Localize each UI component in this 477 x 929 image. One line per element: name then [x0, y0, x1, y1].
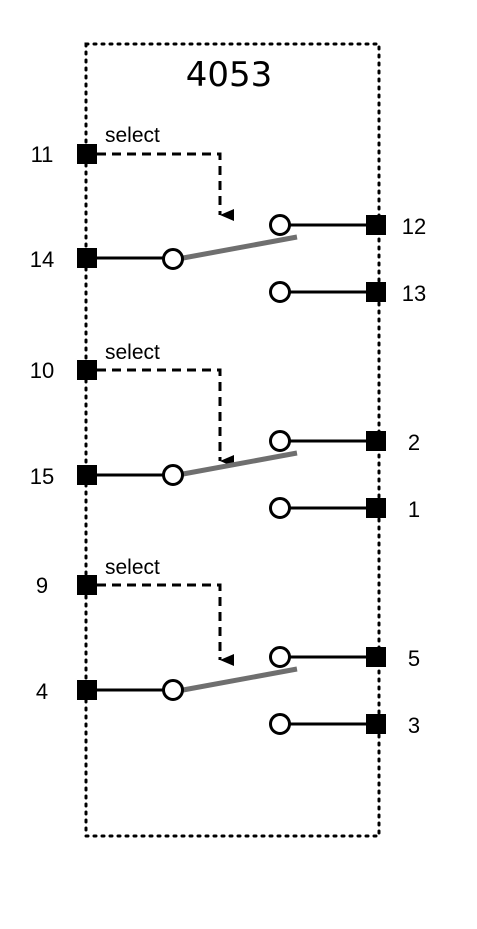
common-pin-label: 15	[30, 464, 54, 489]
output-top-pin-square	[366, 647, 386, 667]
select-pin-square	[77, 144, 97, 164]
output-bottom-pin-label: 1	[408, 497, 420, 522]
switch-arm	[182, 234, 298, 261]
output-bottom-contact	[269, 713, 291, 735]
common-pin-square	[77, 248, 97, 268]
output-bottom-contact	[269, 281, 291, 303]
switch-2: 10 select 15 2 1	[30, 341, 420, 522]
select-pin-label: 11	[31, 142, 54, 167]
output-top-contact	[269, 646, 291, 668]
output-bottom-contact	[269, 497, 291, 519]
chip-title: 4053	[186, 55, 273, 95]
select-control-line	[97, 368, 234, 467]
switch-1: 11 select 14 12 13	[30, 124, 426, 306]
output-bottom-pin-square	[366, 282, 386, 302]
select-pin-label: 9	[36, 573, 48, 598]
switch-arm	[182, 450, 298, 477]
output-top-contact	[269, 214, 291, 236]
select-control-line	[97, 583, 234, 666]
common-pin-label: 4	[36, 679, 48, 704]
output-top-pin-square	[366, 431, 386, 451]
switch-arm	[182, 666, 298, 693]
output-bottom-pin-square	[366, 498, 386, 518]
output-top-pin-square	[366, 215, 386, 235]
common-pin-square	[77, 680, 97, 700]
select-label: select	[105, 556, 160, 579]
switch-3: 9 select 4 5 3	[36, 556, 420, 738]
common-pin-label: 14	[30, 247, 54, 272]
common-pin-square	[77, 465, 97, 485]
common-contact	[162, 248, 184, 270]
output-bottom-pin-label: 3	[408, 713, 420, 738]
output-top-contact	[269, 430, 291, 452]
output-top-pin-label: 2	[408, 430, 420, 455]
select-control-line	[97, 152, 234, 221]
select-pin-square	[77, 360, 97, 380]
output-top-pin-label: 12	[402, 214, 426, 239]
output-bottom-pin-square	[366, 714, 386, 734]
output-bottom-pin-label: 13	[402, 281, 426, 306]
output-top-pin-label: 5	[408, 646, 420, 671]
common-contact	[162, 679, 184, 701]
select-label: select	[105, 341, 160, 364]
select-label: select	[105, 124, 160, 147]
common-contact	[162, 464, 184, 486]
select-pin-square	[77, 575, 97, 595]
select-pin-label: 10	[30, 358, 54, 383]
